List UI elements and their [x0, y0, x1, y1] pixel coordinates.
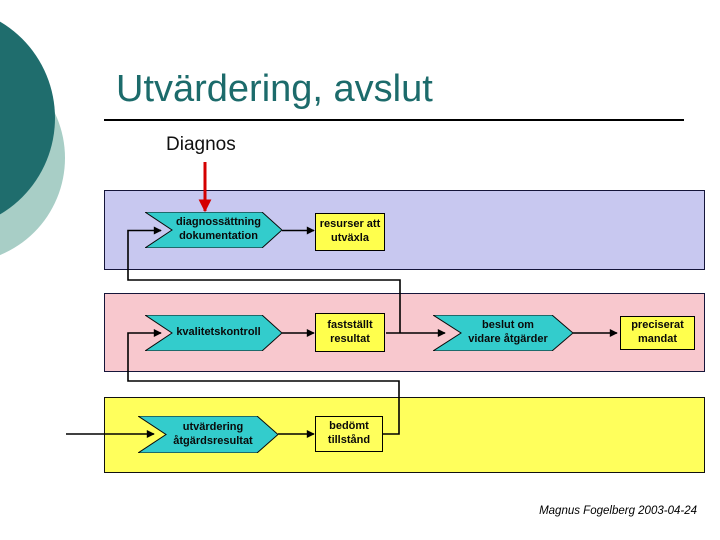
step-label: kvalitetskontroll [159, 315, 278, 351]
step-label-line: diagnossättning [176, 216, 261, 229]
box-label-line: resultat [330, 332, 370, 345]
step-label-line: kvalitetskontroll [176, 326, 261, 339]
connector-feedback-faststallt-diagnossattning [127, 226, 401, 333]
step-diagnossattning: diagnossättning dokumentation [145, 212, 282, 248]
box-label-line: resurser att [319, 218, 381, 231]
box-preciserat: preciserat mandat [620, 316, 695, 350]
box-label-line: fastställt [327, 318, 373, 331]
chevron-shape [138, 416, 278, 453]
slide-title: Utvärdering, avslut [116, 68, 433, 110]
step-kvalitetskontroll: kvalitetskontroll [145, 315, 282, 351]
step-utvardering: utvärdering åtgärdsresultat [138, 416, 278, 453]
chevron-shape [145, 212, 282, 248]
step-label-line: åtgärdsresultat [173, 434, 253, 447]
title-underline [104, 119, 684, 121]
footer-credit: Magnus Fogelberg 2003-04-24 [539, 505, 697, 517]
chevron-shape [145, 315, 282, 351]
box-bedomt: bedömt tillstånd [315, 416, 383, 452]
step-label-line: vidare åtgärder [468, 333, 548, 345]
step-label-line: utvärdering [182, 420, 244, 433]
step-label: utvärdering åtgärdsresultat [152, 416, 274, 453]
step-label-line: dokumentation [179, 230, 258, 242]
connector-feedback-bedomt-kvalitetskontroll [127, 329, 400, 435]
box-label-line: mandat [637, 333, 678, 345]
box-label-line: bedömt [329, 420, 369, 433]
step-label: diagnossättning dokumentation [159, 212, 278, 248]
diagnos-label: Diagnos [166, 134, 236, 155]
box-faststallt: fastställt resultat [315, 313, 385, 352]
box-label-line: preciserat [631, 319, 684, 332]
step-beslut: beslut om vidare åtgärder [433, 315, 573, 351]
box-label-line: utväxla [331, 232, 369, 244]
box-label-line: tillstånd [327, 434, 371, 446]
step-label-line: beslut om [482, 319, 534, 332]
step-label: beslut om vidare åtgärder [447, 315, 569, 351]
box-resurser: resurser att utväxla [315, 213, 385, 251]
chevron-shape [433, 315, 573, 351]
